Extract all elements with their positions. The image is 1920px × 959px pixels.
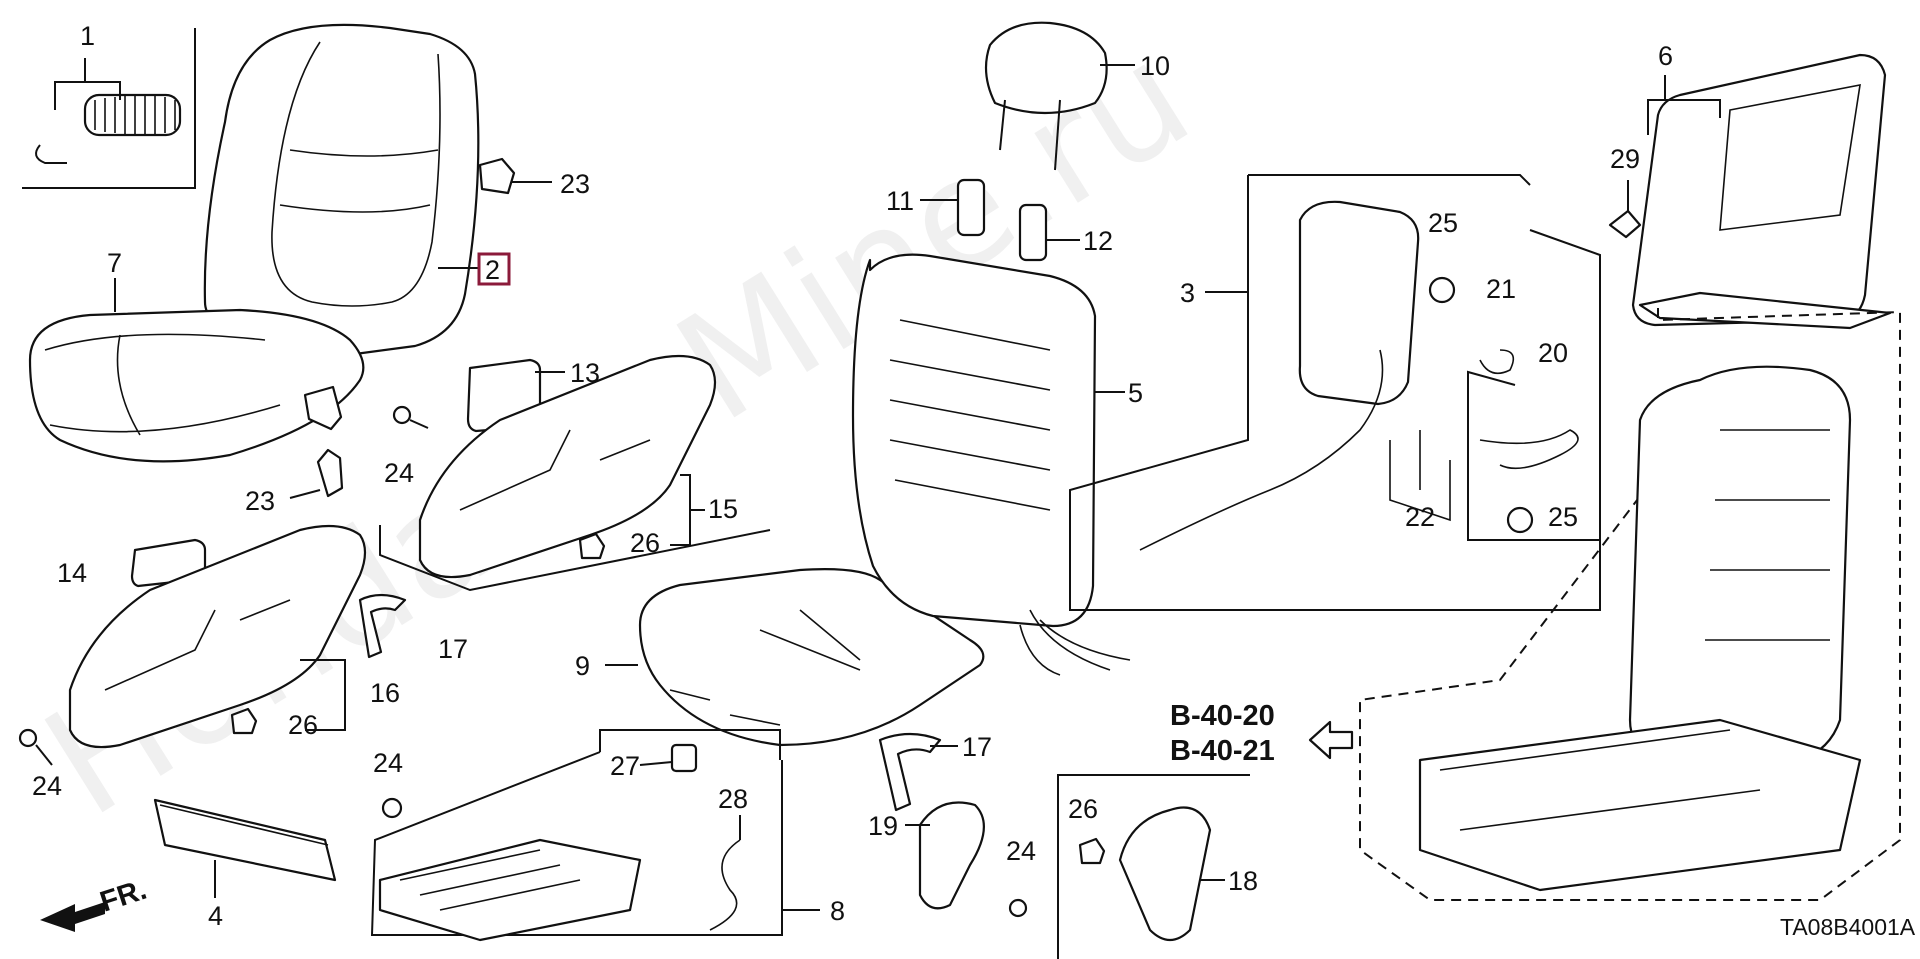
label-3: 3 xyxy=(1180,278,1195,308)
part-10-headrest[interactable] xyxy=(984,21,1135,171)
part-1-clips[interactable] xyxy=(22,28,196,189)
label-2: 2 xyxy=(485,255,500,285)
label-15: 15 xyxy=(708,494,738,524)
highlight-box-part-2 xyxy=(477,252,511,286)
part-25-nut-b[interactable] xyxy=(1506,506,1534,534)
part-7-seat-cushion-cover[interactable] xyxy=(28,278,365,463)
part-23-clip-upper[interactable] xyxy=(478,157,552,195)
label-6: 6 xyxy=(1658,41,1673,71)
part-8-box-top xyxy=(599,729,781,760)
part-24-screw-d[interactable] xyxy=(1008,898,1028,918)
label-16: 16 xyxy=(370,678,400,708)
label-26a: 26 xyxy=(630,528,660,558)
reference-b-40-21[interactable]: B-40-21 xyxy=(1170,735,1275,767)
label-9: 9 xyxy=(575,651,590,681)
part-9-seat-cushion-pad[interactable] xyxy=(605,568,985,747)
label-19: 19 xyxy=(868,811,898,841)
front-direction-label: FR. xyxy=(96,874,150,919)
part-5-seatback-pad[interactable] xyxy=(851,253,1125,628)
part-3-box-outline xyxy=(1069,175,1601,611)
part-11-headrest-guide[interactable] xyxy=(920,178,986,237)
part-number-labels: 1 2 3 4 5 6 7 8 9 10 11 12 13 14 15 16 1… xyxy=(32,21,1673,931)
part-26-clip-b[interactable] xyxy=(230,707,258,735)
part-18-outer-cover[interactable] xyxy=(1118,806,1225,942)
seat-frame-dashed-region xyxy=(1359,308,1901,901)
label-25a: 25 xyxy=(1428,208,1458,238)
part-5-wire-harness xyxy=(1019,609,1131,676)
part-16-inner-trim[interactable] xyxy=(68,524,367,749)
part-8-seat-heater[interactable] xyxy=(378,838,820,942)
part-17-cover-a[interactable] xyxy=(358,593,407,659)
part-26-clip-a[interactable] xyxy=(578,532,606,560)
label-12: 12 xyxy=(1083,226,1113,256)
part-12-headrest-guide-lock[interactable] xyxy=(1018,203,1080,262)
label-26b: 26 xyxy=(288,710,318,740)
part-15-outer-trim[interactable] xyxy=(418,354,717,579)
part-4-garnish[interactable] xyxy=(153,798,337,898)
reference-b-40-20[interactable]: B-40-20 xyxy=(1170,700,1275,732)
label-4: 4 xyxy=(208,901,223,931)
part-26-clip-c[interactable] xyxy=(1078,837,1106,865)
part-25-nut-a[interactable] xyxy=(1428,276,1456,304)
label-23b: 23 xyxy=(245,486,275,516)
label-14: 14 xyxy=(57,558,87,588)
label-29: 29 xyxy=(1610,144,1640,174)
part-28-harness[interactable] xyxy=(709,815,741,931)
label-13: 13 xyxy=(570,358,600,388)
label-24a: 24 xyxy=(384,458,414,488)
label-24c: 24 xyxy=(373,748,403,778)
label-8: 8 xyxy=(830,896,845,926)
part-21-clip[interactable] xyxy=(1467,349,1516,398)
part-18-box-outline xyxy=(1057,774,1250,959)
diagram-code: TA08B4001A xyxy=(1780,914,1916,940)
part-24-screw-c[interactable] xyxy=(381,797,403,819)
label-1: 1 xyxy=(80,21,95,51)
front-direction-arrow xyxy=(40,902,105,932)
seat-frame-assembly[interactable] xyxy=(1418,365,1862,892)
part-24-screw-a[interactable] xyxy=(392,405,429,429)
label-22: 22 xyxy=(1405,502,1435,532)
label-17b: 17 xyxy=(962,732,992,762)
label-25b: 25 xyxy=(1548,502,1578,532)
label-5: 5 xyxy=(1128,378,1143,408)
part-24-screw-b[interactable] xyxy=(18,728,53,766)
part-17-cover-b[interactable] xyxy=(878,732,958,812)
label-18: 18 xyxy=(1228,866,1258,896)
part-19-cover-inner[interactable] xyxy=(905,801,985,910)
part-22-bracket[interactable] xyxy=(1389,430,1451,522)
label-26c: 26 xyxy=(1068,794,1098,824)
label-27: 27 xyxy=(610,751,640,781)
label-24b: 24 xyxy=(32,771,62,801)
label-7: 7 xyxy=(107,248,122,278)
part-3-box-top xyxy=(1248,174,1531,186)
part-2-seatback-cover[interactable] xyxy=(203,23,480,357)
part-27-connector[interactable] xyxy=(639,743,698,773)
part-20-wire[interactable] xyxy=(1467,398,1600,541)
assembly-bracket-line xyxy=(379,525,771,592)
label-20: 20 xyxy=(1538,338,1568,368)
reference-arrow xyxy=(1308,720,1354,760)
part-29-clip[interactable] xyxy=(1608,180,1642,239)
label-23a: 23 xyxy=(560,169,590,199)
label-17a: 17 xyxy=(438,634,468,664)
label-11: 11 xyxy=(886,186,914,216)
label-10: 10 xyxy=(1140,51,1170,81)
part-6-back-panel[interactable] xyxy=(1631,53,1892,330)
part-8-box-outline xyxy=(370,751,783,936)
label-24d: 24 xyxy=(1006,836,1036,866)
label-21: 21 xyxy=(1486,274,1516,304)
label-28: 28 xyxy=(718,784,748,814)
part-23-clip-lower[interactable] xyxy=(289,448,344,499)
part-3-side-airbag[interactable] xyxy=(1139,200,1420,551)
